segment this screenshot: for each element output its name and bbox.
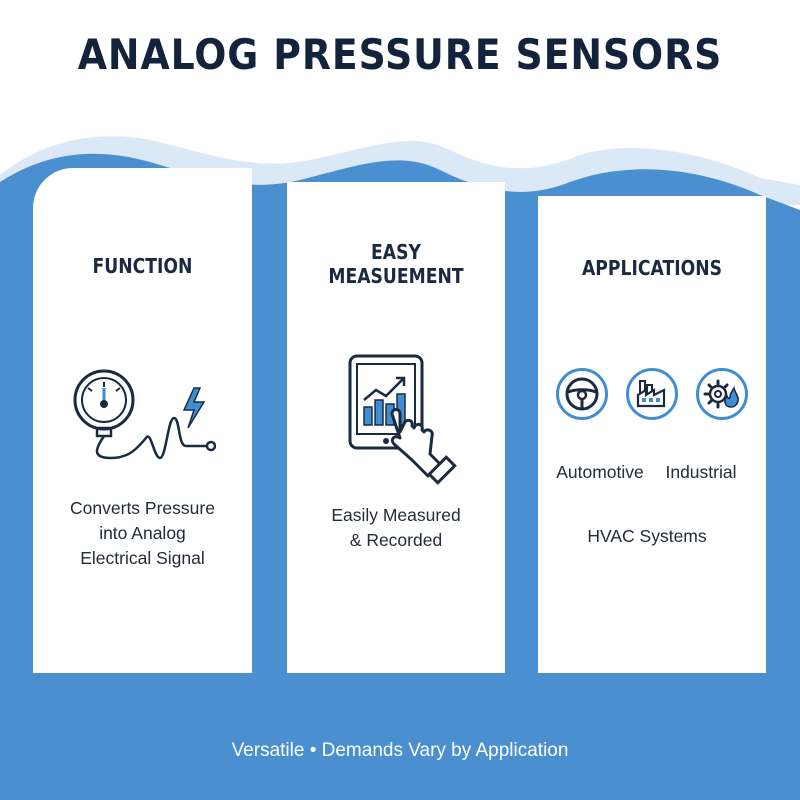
page-title: ANALOG PRESSURE SENSORS bbox=[77, 30, 723, 79]
measurement-description: Easily Measured & Recorded bbox=[287, 503, 505, 553]
function-panel: FUNCTION Converts Pressure into Analog E… bbox=[33, 168, 252, 673]
gear-flame-icon bbox=[696, 368, 748, 420]
applications-panel: APPLICATIONS bbox=[538, 196, 766, 673]
application-industrial: Industrial bbox=[665, 462, 737, 482]
factory-icon bbox=[626, 368, 678, 420]
application-hvac: HVAC Systems bbox=[587, 526, 707, 546]
application-automotive: Automotive bbox=[556, 462, 644, 482]
gauge-with-electrical-signal-icon bbox=[73, 369, 216, 460]
applications-title: APPLICATIONS bbox=[581, 256, 723, 280]
measurement-line-1: Easily Measured bbox=[331, 505, 461, 525]
footer-tagline: Versatile • Demands Vary by Application bbox=[231, 740, 569, 761]
measurement-panel: EASY MEASUEMENT Easily Measured & Record… bbox=[287, 182, 505, 673]
function-line-3: Electrical Signal bbox=[80, 548, 205, 568]
measurement-title: EASY MEASUEMENT bbox=[328, 240, 464, 288]
steering-wheel-icon bbox=[556, 368, 608, 420]
function-description: Converts Pressure into Analog Electrical… bbox=[33, 496, 252, 571]
function-title: FUNCTION bbox=[92, 254, 193, 278]
measurement-line-2: & Recorded bbox=[349, 530, 443, 550]
function-line-1: Converts Pressure bbox=[70, 498, 215, 518]
function-line-2: into Analog bbox=[99, 523, 186, 543]
tablet-chart-tap-icon bbox=[348, 354, 457, 485]
